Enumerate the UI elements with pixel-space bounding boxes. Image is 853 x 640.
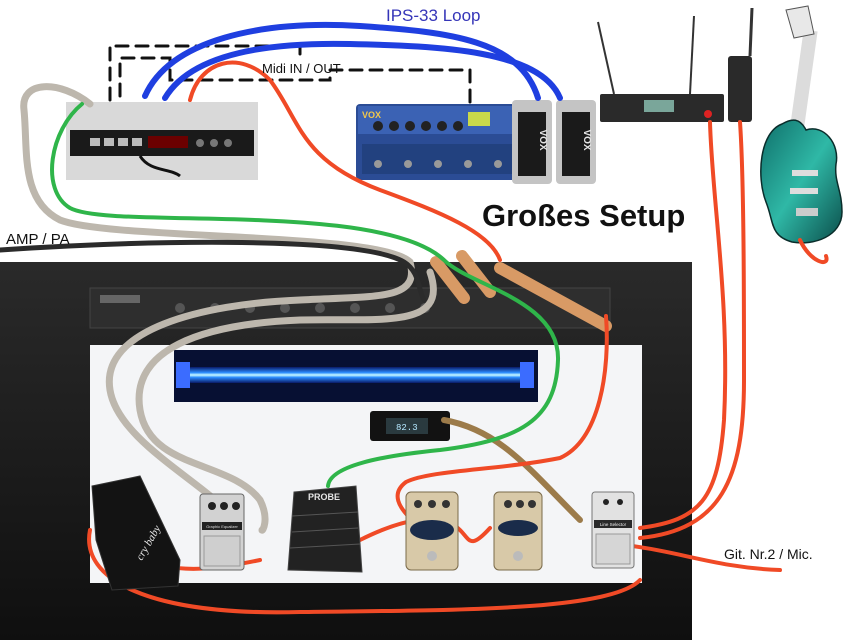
footswitch-logo: VOX bbox=[581, 129, 592, 150]
footswitch-logo: VOX bbox=[537, 129, 548, 150]
guitar-mic-label: Git. Nr.2 / Mic. bbox=[724, 546, 813, 562]
vox-footswitch-1: VOX bbox=[512, 100, 552, 184]
guitar-cable bbox=[638, 120, 747, 540]
tuner: 82.3 bbox=[370, 411, 450, 441]
crybaby-wah: cry baby bbox=[91, 475, 181, 591]
guitar-cable bbox=[798, 238, 829, 264]
cables bbox=[0, 21, 829, 615]
vox-multi-effect: VOX bbox=[356, 104, 522, 180]
rope-cable bbox=[135, 268, 437, 534]
rack-processor bbox=[66, 102, 258, 180]
guitar-cable bbox=[188, 60, 502, 262]
guitar-cable bbox=[630, 544, 782, 572]
boss-eq-pedal: Graphic Equalizer bbox=[199, 493, 245, 571]
loop-cable bbox=[162, 40, 563, 101]
uv-light-tube bbox=[174, 350, 538, 402]
wireless-receiver bbox=[597, 15, 724, 122]
guitar-cable bbox=[395, 314, 609, 520]
line-selector-label: Line Selector bbox=[600, 522, 627, 527]
midi-label: Midi IN / OUT bbox=[262, 61, 341, 76]
amp-pa-label: AMP / PA bbox=[6, 231, 70, 248]
amp-cable bbox=[0, 239, 427, 303]
guitar-cable bbox=[638, 120, 728, 530]
probe-logo: PROBE bbox=[308, 492, 340, 502]
vox-logo: VOX bbox=[362, 110, 381, 120]
rope-cable bbox=[105, 258, 415, 520]
drive-pedal-1 bbox=[405, 491, 459, 571]
drive-pedal-2 bbox=[493, 491, 543, 571]
vox-footswitch-2: VOX bbox=[556, 100, 596, 184]
send-cable bbox=[50, 102, 561, 488]
loop-cable bbox=[142, 21, 541, 101]
bodypack-transmitter bbox=[728, 7, 754, 122]
probe-volume-pedal: PROBE bbox=[287, 485, 363, 573]
line-selector-pedal: Line Selector bbox=[591, 491, 635, 569]
eq-label: Graphic Equalizer bbox=[206, 524, 238, 529]
ips-loop-label: IPS-33 Loop bbox=[386, 6, 481, 25]
setup-title: Großes Setup bbox=[482, 198, 686, 233]
rope-cable bbox=[441, 417, 583, 523]
rope-cable bbox=[20, 83, 414, 266]
tuner-display: 82.3 bbox=[396, 423, 418, 433]
electric-guitar bbox=[760, 5, 843, 244]
